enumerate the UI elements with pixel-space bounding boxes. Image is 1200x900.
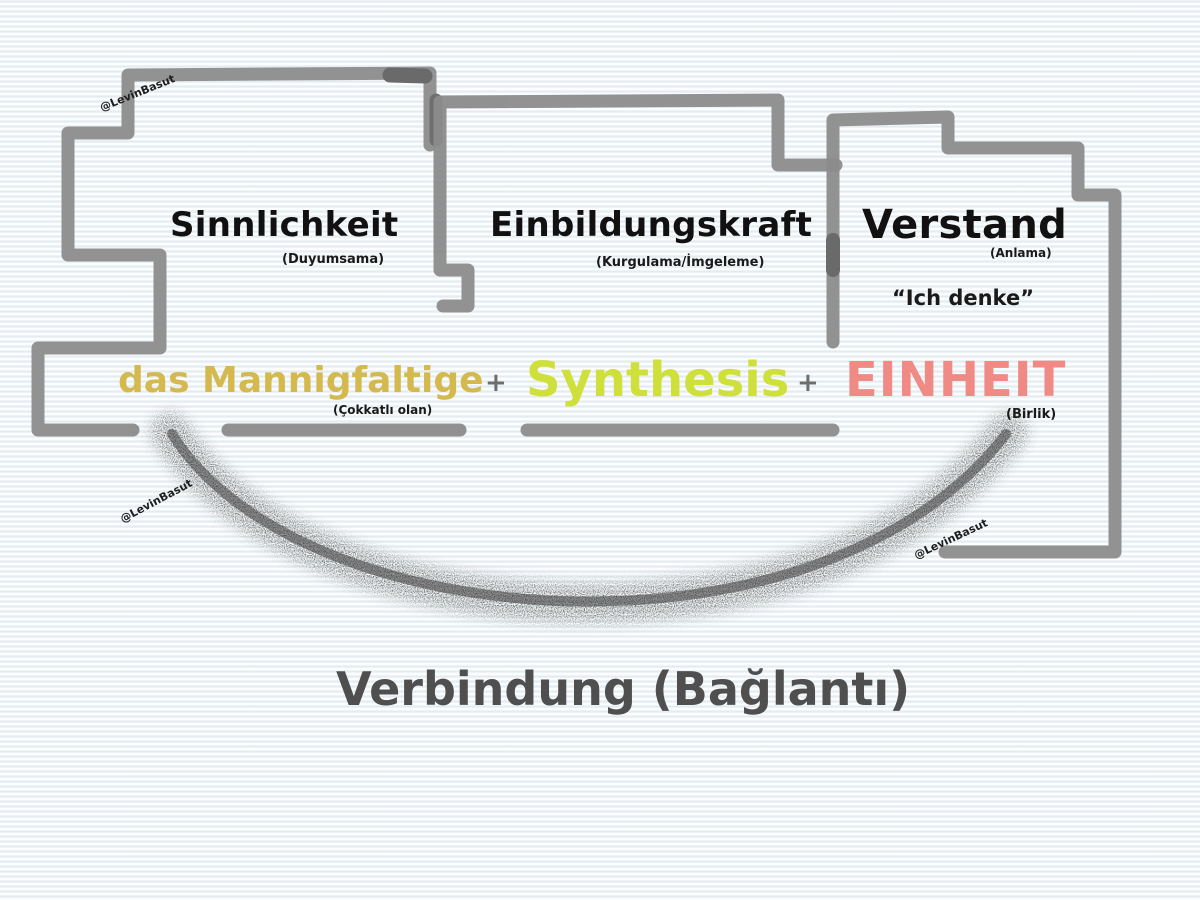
verbindung-arc (151, 413, 1027, 623)
term-mannigfaltige-subtitle: (Çokkatlı olan) (333, 403, 433, 417)
verstand-outline (826, 110, 1122, 559)
faculty-title-sinnlichkeit: Sinnlichkeit (170, 205, 399, 245)
plus-operator-1: + (485, 368, 507, 398)
sinnlichkeit-outline (31, 66, 467, 437)
term-mannigfaltige: das Mannigfaltige (118, 360, 484, 401)
plus-operator-2: + (797, 368, 819, 398)
faculty-title-verstand: Verstand (862, 202, 1068, 248)
faculty-subtitle-sinnlichkeit: (Duyumsama) (282, 252, 385, 267)
term-einheit: EINHEIT (845, 352, 1067, 408)
outline-overlap-mark (382, 67, 433, 84)
term-synthesis: Synthesis (526, 352, 790, 408)
faculty-subtitle-einbildungskraft: (Kurgulama/İmgeleme) (596, 255, 765, 270)
term-einheit-subtitle: (Birlik) (1006, 407, 1057, 422)
faculty-subtitle-verstand: (Anlama) (990, 246, 1052, 260)
verbindung-label: Verbindung (Bağlantı) (336, 662, 911, 716)
ich-denke-quote: “Ich denke” (892, 286, 1034, 310)
faculty-title-einbildungskraft: Einbildungskraft (490, 205, 813, 245)
einbildungskraft-outline (433, 93, 843, 437)
